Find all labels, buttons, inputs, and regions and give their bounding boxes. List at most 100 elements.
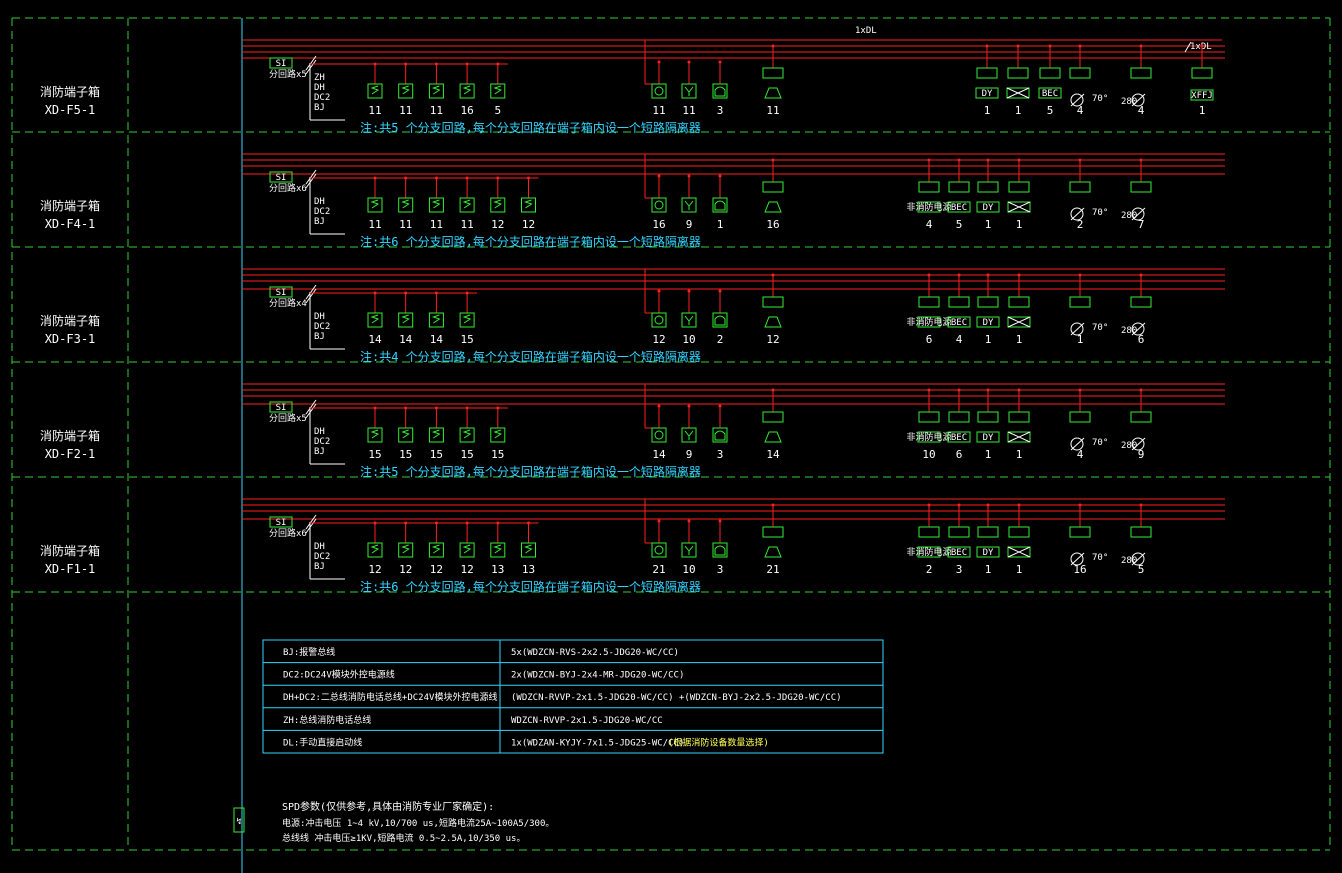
io-module bbox=[918, 296, 940, 308]
device-count: 6 bbox=[926, 333, 933, 346]
junction-dot bbox=[1078, 388, 1082, 392]
signal-label-dh: DH bbox=[314, 83, 325, 93]
junction-dot bbox=[927, 503, 931, 507]
junction-dot bbox=[657, 174, 661, 178]
module-count: 11 bbox=[399, 104, 412, 117]
manual-call-point-module bbox=[459, 312, 475, 328]
manual-call-point-module bbox=[428, 197, 444, 213]
mid-device-count: 3 bbox=[717, 104, 724, 117]
mid-device-module bbox=[712, 197, 728, 213]
manual-call-point-module bbox=[398, 427, 414, 443]
si-box bbox=[269, 171, 293, 183]
device-count: 4 bbox=[926, 218, 933, 231]
device-box bbox=[976, 431, 1000, 443]
smoke-detector-icon bbox=[654, 315, 664, 325]
si-label: SI bbox=[276, 59, 287, 69]
io-module bbox=[1008, 526, 1030, 538]
junction-dot bbox=[957, 273, 961, 277]
damper-slash bbox=[1070, 552, 1085, 566]
input-module bbox=[1130, 411, 1152, 423]
device-count: 1 bbox=[1077, 333, 1084, 346]
signal-label-dh: DH bbox=[314, 312, 325, 322]
branch-note: 注:共5 个分支回路,每个分支回路在端子箱内设一个短路隔离器 bbox=[360, 464, 701, 479]
fan-controller-icon bbox=[1007, 431, 1031, 443]
module-count: 14 bbox=[368, 333, 382, 346]
junction-dot bbox=[1017, 503, 1021, 507]
module-count: 16 bbox=[460, 104, 473, 117]
device-box bbox=[947, 431, 971, 443]
switch-glyph-icon bbox=[493, 429, 502, 439]
manual-call-point-module bbox=[521, 542, 536, 558]
telephone-icon bbox=[714, 200, 726, 211]
input-module bbox=[1069, 296, 1091, 308]
junction-dot bbox=[404, 62, 408, 66]
heat-detector-icon bbox=[684, 86, 694, 96]
device-box bbox=[947, 546, 971, 558]
junction-dot bbox=[957, 503, 961, 507]
device-label: DY bbox=[983, 203, 994, 213]
mid-device-module bbox=[651, 312, 667, 328]
mid-device-module bbox=[651, 427, 667, 443]
alarm-count: 16 bbox=[766, 218, 779, 231]
device-count: 1 bbox=[1016, 563, 1023, 576]
io-module bbox=[976, 67, 998, 79]
alarm-count: 11 bbox=[766, 104, 779, 117]
spd-notes: ↯ SPD参数(仅供参考,具体由消防专业厂家确定): 电源:冲击电压 1~4 k… bbox=[233, 800, 554, 844]
device-count: 5 bbox=[1047, 104, 1054, 117]
spd-line-2: 总线线 冲击电压≥1KV,短路电流 0.5~2.5A,10/350 us。 bbox=[282, 832, 525, 844]
device-count: 4 bbox=[1077, 448, 1084, 461]
junction-dot bbox=[771, 388, 775, 392]
io-module bbox=[977, 181, 999, 193]
junction-dot bbox=[718, 519, 722, 523]
si-label: SI bbox=[276, 518, 287, 528]
device-label: BEC bbox=[1042, 89, 1058, 99]
device-count: 4 bbox=[956, 333, 963, 346]
box-id: XD-F4-1 bbox=[45, 217, 96, 231]
junction-dot bbox=[496, 406, 500, 410]
manual-call-point-module bbox=[428, 542, 444, 558]
junction-dot bbox=[771, 158, 775, 162]
mid-device-count: 3 bbox=[717, 448, 724, 461]
junction-dot bbox=[527, 176, 530, 180]
device-label: 非消防电源 bbox=[906, 546, 951, 558]
switch-glyph-icon bbox=[493, 85, 502, 95]
spd-device-symbol bbox=[233, 807, 245, 833]
junction-dot bbox=[434, 291, 438, 295]
legend-spec: 1x(WDZAN-KYJY-7x1.5-JDG25-WC/CC) bbox=[511, 738, 684, 748]
damper-icon bbox=[1131, 322, 1145, 336]
slash-mark bbox=[305, 518, 317, 534]
device-box bbox=[917, 316, 941, 328]
input-module bbox=[1130, 181, 1152, 193]
box-id: XD-F2-1 bbox=[45, 447, 96, 461]
manual-call-point-module bbox=[490, 542, 506, 558]
box-title: 消防端子箱 bbox=[40, 84, 100, 99]
switch-glyph-icon bbox=[370, 544, 380, 554]
legend-spec: 5x(WDZCN-RVS-2x2.5-JDG20-WC/CC) bbox=[511, 648, 679, 658]
mid-device-module bbox=[681, 312, 697, 328]
alarm-count: 14 bbox=[766, 448, 780, 461]
junction-dot bbox=[957, 388, 961, 392]
switch-glyph-icon bbox=[431, 429, 441, 439]
zh-label: ZH bbox=[314, 73, 325, 83]
legend-border bbox=[262, 639, 884, 754]
fan-controller-icon bbox=[1007, 316, 1031, 328]
device-label: DY bbox=[982, 89, 993, 99]
switch-glyph-icon bbox=[431, 544, 441, 554]
junction-dot bbox=[465, 62, 469, 66]
mid-device-module bbox=[681, 542, 697, 558]
heat-detector-icon bbox=[684, 315, 694, 325]
manual-call-point-module bbox=[490, 197, 506, 213]
damper-280-label: 280 bbox=[1121, 326, 1137, 336]
device-count: 6 bbox=[956, 448, 963, 461]
manual-call-point-module bbox=[367, 83, 383, 99]
io-module bbox=[977, 296, 999, 308]
device-box bbox=[947, 201, 971, 213]
input-module bbox=[1069, 526, 1091, 538]
xffj-count: 1 bbox=[1199, 104, 1206, 117]
junction-dot bbox=[771, 503, 775, 507]
smoke-detector-icon bbox=[654, 545, 664, 555]
io-module bbox=[918, 411, 940, 423]
junction-dot bbox=[1139, 388, 1143, 392]
junction-dot bbox=[771, 44, 775, 48]
